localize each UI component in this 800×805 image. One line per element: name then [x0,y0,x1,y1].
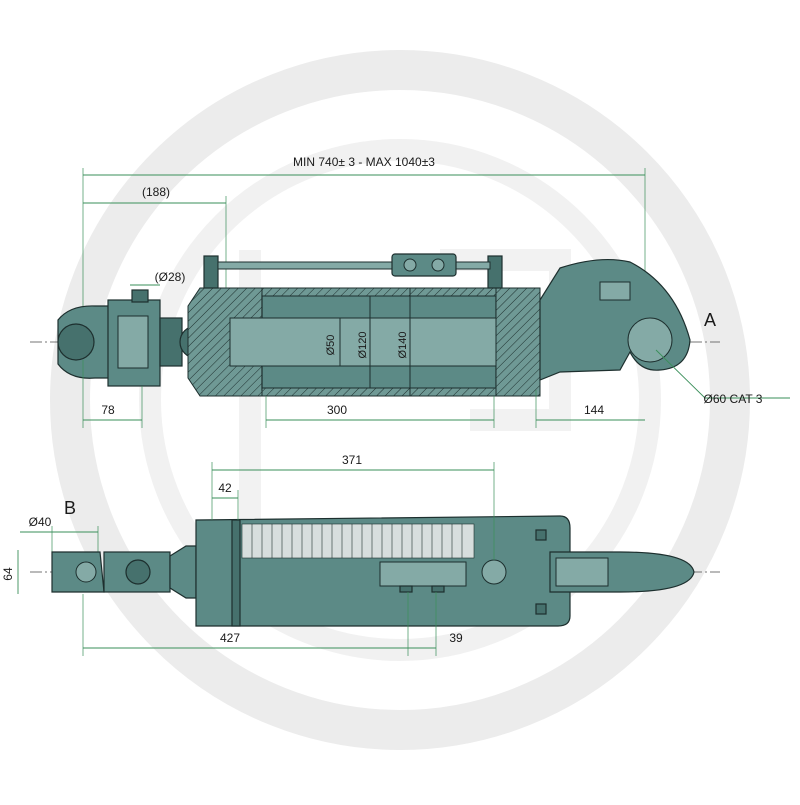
bracket-post-left [203,255,219,289]
left-end-length-label: 78 [101,403,115,417]
bolt-head [535,603,547,615]
valve-fitting [431,585,445,593]
ball-diameter-label: Ø40 [29,515,52,529]
hook-pin-leader [655,349,706,399]
rod-diameter-label: Ø50 [325,335,337,356]
pin-head [131,289,149,303]
fin-lines [251,524,463,558]
front-gland-section [495,287,541,397]
barrel-wall-bottom [261,387,497,397]
valve-port [403,258,417,272]
barrel-wall-top [261,287,497,297]
valve-block-top-view [379,561,467,587]
overall-length-label: MIN 740± 3 - MAX 1040±3 [293,155,435,169]
view-b: B Ø40 64 [1,453,720,656]
view-b-label: B [64,498,76,518]
view-a-label: A [704,310,716,330]
left-offset-label: (188) [142,185,170,199]
valve-position-label: 427 [220,631,240,645]
hook-pin-label: Ø60 CAT 3 [704,392,763,406]
port-position-label: 371 [342,453,362,467]
valve-port [431,258,445,272]
cylinder-length-label: 300 [327,403,347,417]
clevis-slot [117,315,149,369]
hook-pin-circle [627,317,673,363]
swivel-top [169,545,197,599]
valve-fitting [399,585,413,593]
hook-end [539,258,691,381]
watermark-logo [50,50,750,750]
piston-rod [229,317,521,367]
ball-width-label: 64 [1,567,15,581]
ball-joint [57,323,95,361]
valve-width-label: 39 [449,631,463,645]
hydraulic-port [481,559,507,585]
valve-block-top [391,253,457,277]
swivel-joint [159,317,183,367]
clevis-pin-top [125,559,151,585]
hook-latch [599,281,631,301]
outer-diameter-label: Ø140 [397,332,409,359]
bracket-post-right [487,255,503,289]
hook-latch-top [555,557,609,587]
hook-length-label: 144 [584,403,604,417]
view-a: MIN 740± 3 - MAX 1040±3 (188) (Ø28) Ø50 … [30,155,790,428]
ball-socket [75,561,97,583]
bore-diameter-label: Ø120 [357,332,369,359]
cooling-fins [241,523,475,559]
rear-flange-top [231,519,241,627]
pin-hole-label: (Ø28) [155,270,186,284]
bolt-head [535,529,547,541]
tie-rod [217,261,491,270]
port-offset-label: 42 [218,481,232,495]
